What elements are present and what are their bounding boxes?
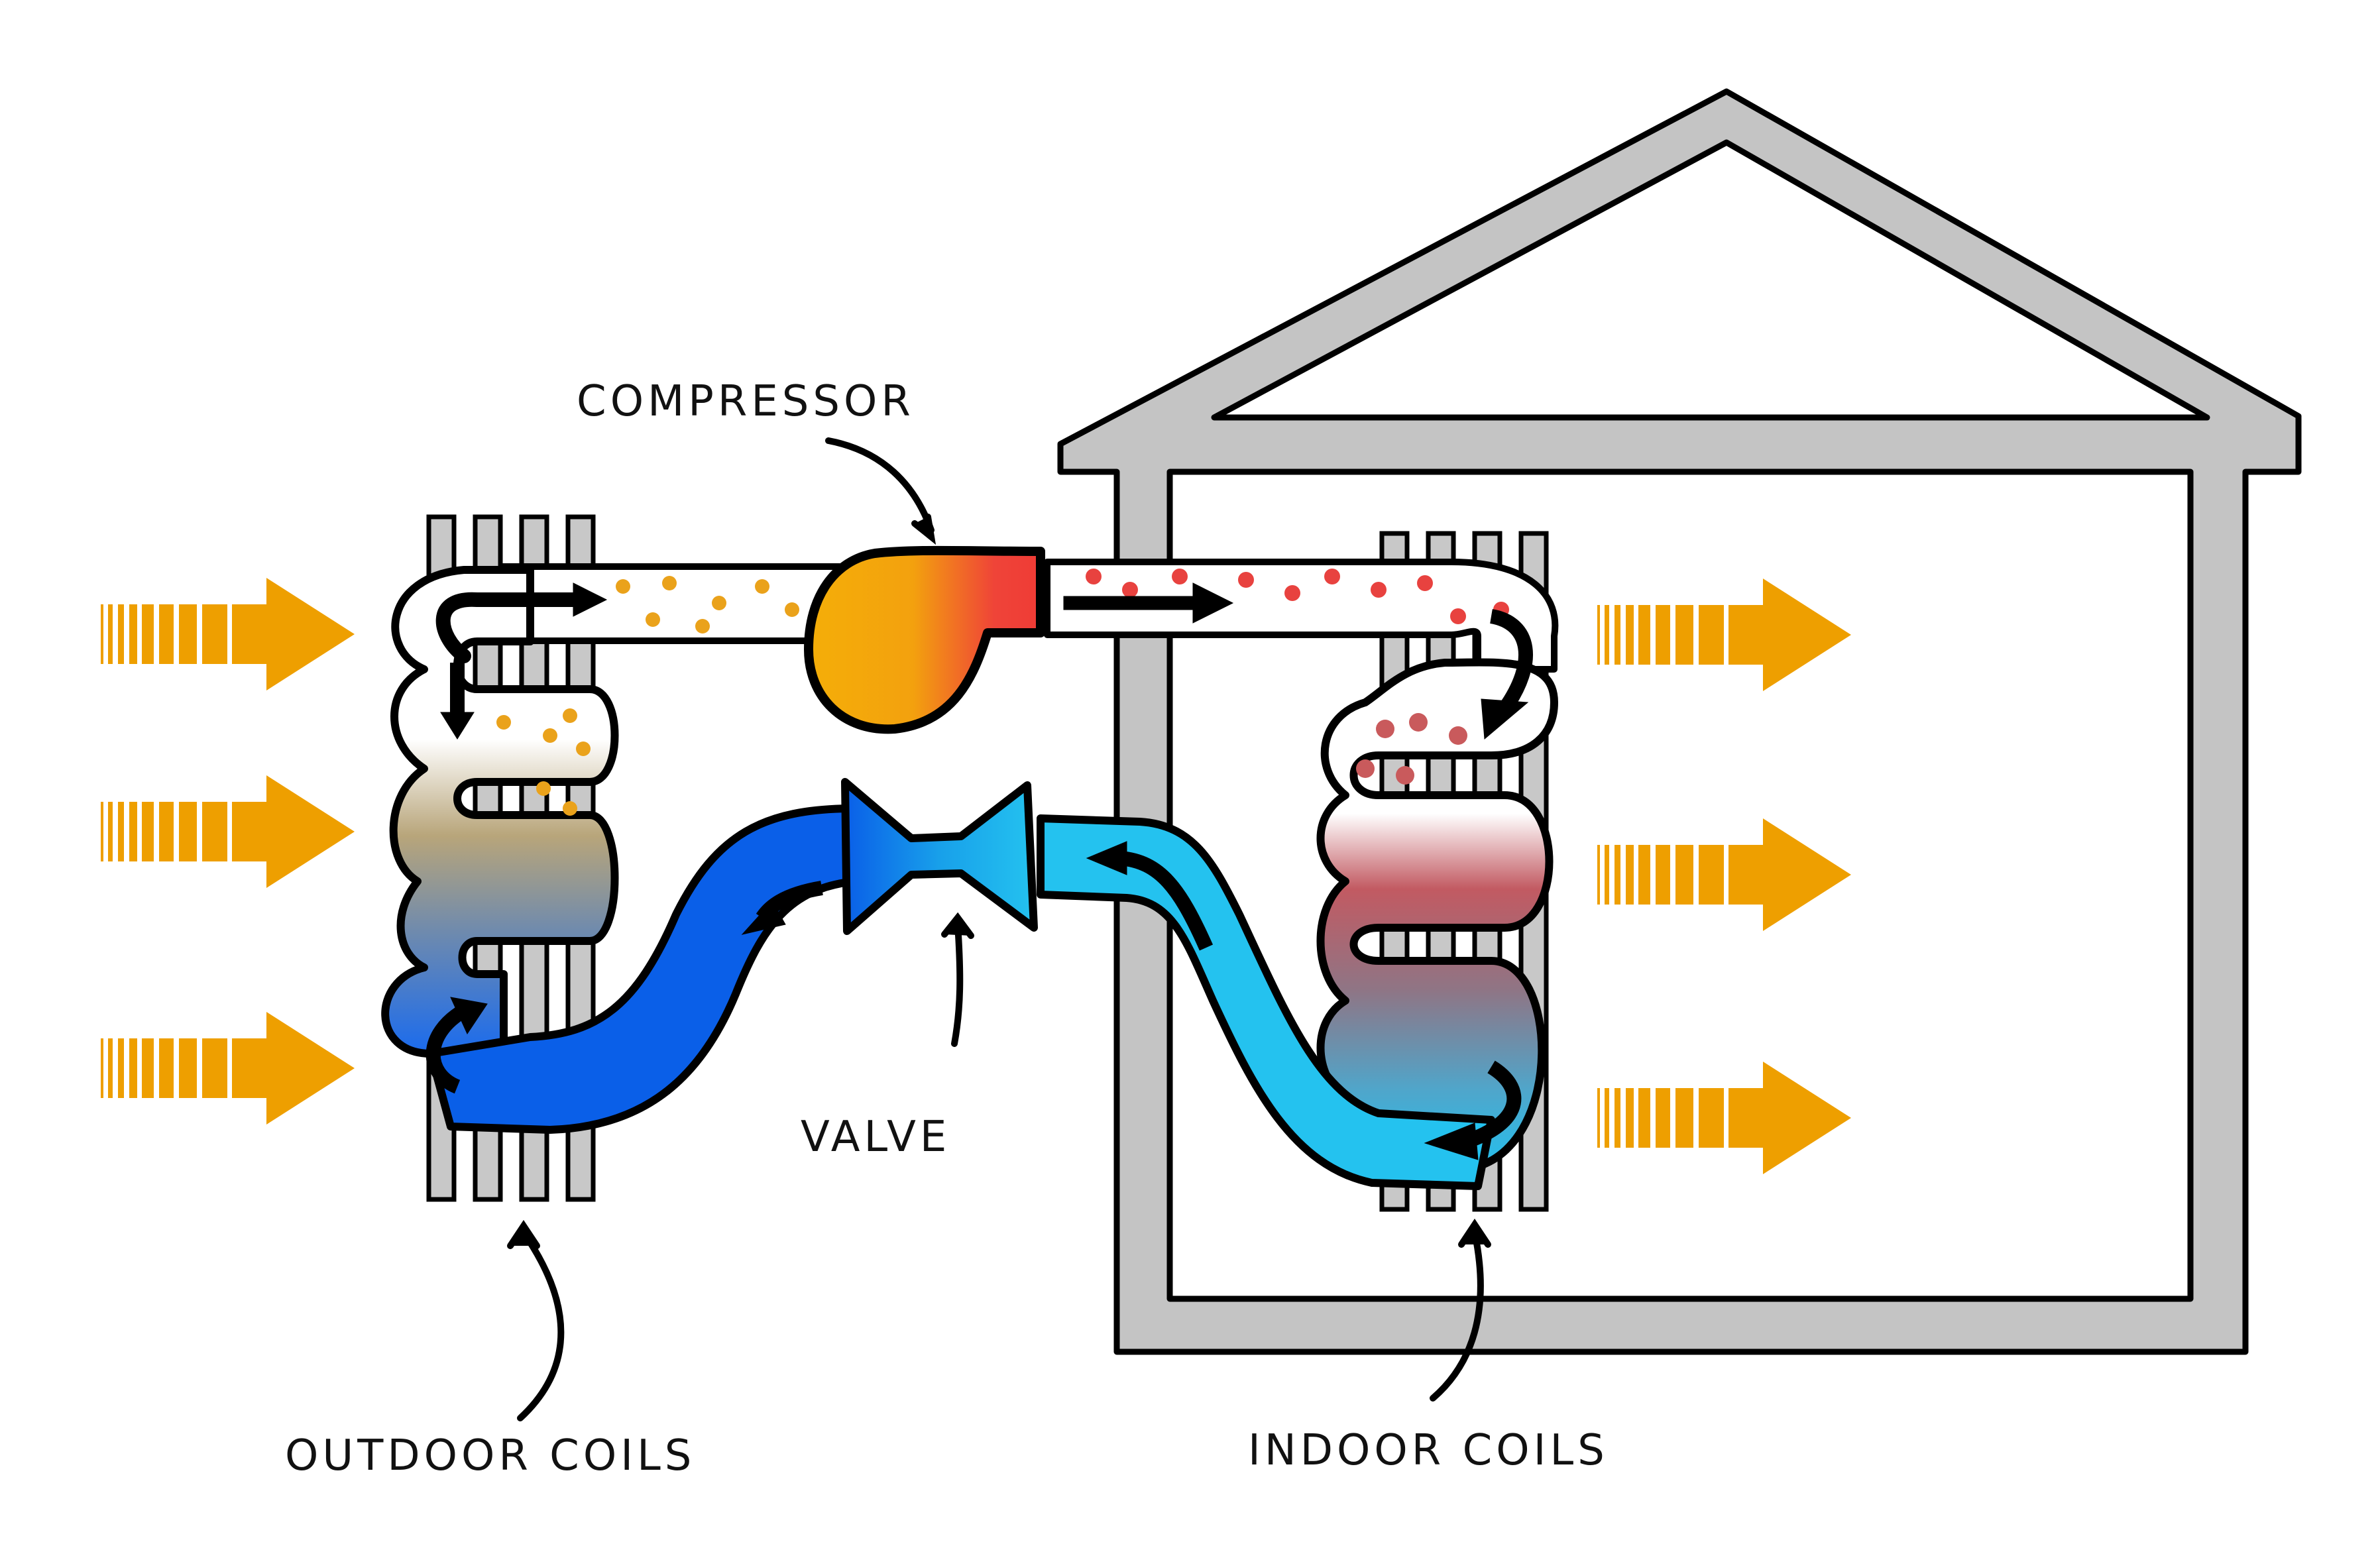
flow-direction-arrow-icon [425, 582, 1533, 1160]
house-attic [1211, 139, 2210, 421]
liquid-line-outdoor [427, 804, 859, 1134]
refrigerant-dot [1376, 720, 1394, 738]
indoor-coil-tube [1316, 658, 1558, 1170]
refrigerant-dot [616, 579, 630, 594]
compressor-label: COMPRESSOR [577, 377, 915, 426]
refrigerant-dot [1449, 726, 1467, 745]
refrigerant-dot [712, 596, 726, 610]
refrigerant-dot [1417, 575, 1433, 591]
refrigerant-dot [1238, 572, 1254, 588]
refrigerant-dot [662, 576, 677, 590]
refrigerant-dot [755, 579, 769, 594]
refrigerant-dot [1324, 569, 1340, 584]
refrigerant-dot [536, 781, 551, 796]
refrigerant-dot [1450, 608, 1466, 624]
valve-label: VALVE [801, 1113, 950, 1162]
refrigerant-dot [1356, 759, 1375, 778]
refrigerant-dot [1371, 582, 1387, 598]
air-flow-arrow-icon [1597, 578, 1851, 1174]
air-flow-arrow-icon [101, 578, 355, 1125]
outdoor-coils-label: OUTDOOR COILS [285, 1431, 695, 1480]
house [1057, 88, 2302, 1355]
refrigerant-dot [496, 715, 511, 730]
refrigerant-dot [1122, 582, 1138, 598]
refrigerant-dot [563, 708, 577, 723]
refrigerant-dots [496, 569, 1509, 816]
refrigerant-dot [1284, 585, 1300, 601]
indoor-coils-label: INDOOR COILS [1248, 1426, 1609, 1475]
refrigerant-dot [576, 742, 591, 756]
refrigerant-dot [543, 728, 557, 743]
refrigerant-dot [695, 619, 710, 633]
refrigerant-dot [1409, 713, 1428, 732]
refrigerant-dot [1396, 766, 1414, 785]
compressor-icon [804, 545, 1045, 734]
refrigerant-dot [646, 612, 660, 627]
refrigerant-dot [785, 602, 799, 617]
expansion-valve-icon [841, 778, 1038, 935]
label-pointer-lines [507, 437, 1491, 1421]
liquid-line-indoor [1037, 814, 1495, 1190]
refrigerant-dot [1172, 569, 1188, 584]
refrigerant-dot [1086, 569, 1102, 584]
refrigerant-dot [563, 801, 577, 816]
